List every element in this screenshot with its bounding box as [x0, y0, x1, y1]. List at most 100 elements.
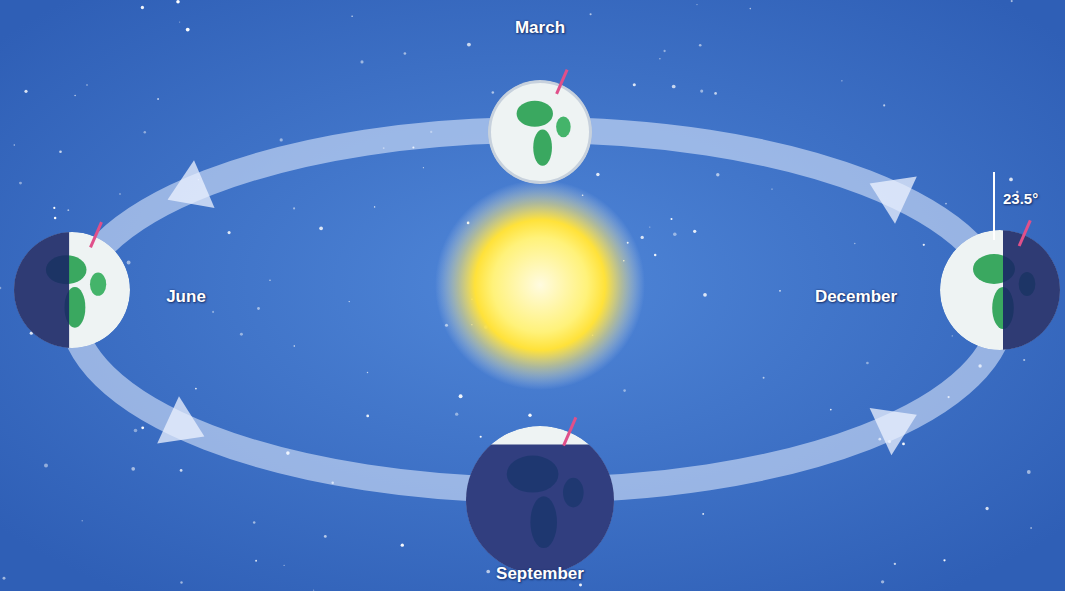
- star: [663, 50, 665, 52]
- star: [179, 21, 180, 22]
- star: [952, 335, 953, 336]
- star: [1023, 359, 1025, 361]
- continent: [90, 273, 106, 296]
- star: [54, 217, 57, 220]
- continent: [533, 129, 552, 165]
- star: [779, 290, 781, 292]
- star: [455, 413, 458, 416]
- star: [702, 513, 704, 515]
- earth-axis: [1019, 220, 1030, 246]
- star: [401, 544, 404, 547]
- star: [228, 231, 231, 234]
- star: [1011, 0, 1013, 2]
- star: [67, 209, 69, 211]
- star: [255, 560, 257, 562]
- star: [157, 98, 159, 100]
- month-label: December: [815, 287, 897, 307]
- month-label: June: [166, 287, 206, 307]
- star: [3, 577, 6, 580]
- star: [144, 131, 146, 133]
- orbit-arrowhead: [870, 177, 917, 224]
- continent: [556, 116, 571, 137]
- vertical-reference-line: [993, 172, 995, 240]
- star: [902, 443, 905, 446]
- star: [673, 233, 677, 237]
- star: [127, 261, 131, 265]
- star: [1009, 178, 1013, 182]
- earth: [488, 80, 592, 184]
- star: [74, 95, 75, 96]
- star: [945, 203, 947, 205]
- earth-axis: [557, 70, 568, 94]
- star: [1027, 470, 1031, 474]
- star: [528, 414, 531, 417]
- star: [81, 520, 82, 521]
- star: [240, 333, 243, 336]
- star: [0, 287, 1, 289]
- star: [313, 590, 314, 591]
- star: [269, 279, 270, 280]
- star: [374, 206, 375, 207]
- continent: [517, 101, 553, 127]
- star: [280, 138, 283, 141]
- earth: [14, 232, 130, 348]
- star: [423, 167, 424, 168]
- star: [985, 507, 988, 510]
- star: [866, 362, 869, 365]
- star: [180, 581, 182, 583]
- star: [257, 307, 260, 310]
- star: [459, 394, 463, 398]
- star: [324, 535, 327, 538]
- star: [180, 469, 183, 472]
- star: [763, 377, 765, 379]
- star: [699, 44, 702, 47]
- star: [212, 311, 214, 313]
- star: [923, 244, 925, 246]
- star: [467, 43, 471, 47]
- star: [590, 13, 592, 15]
- star: [141, 426, 144, 429]
- star: [14, 144, 16, 146]
- star: [53, 207, 55, 209]
- star: [293, 207, 295, 209]
- sun: [435, 180, 645, 390]
- star: [24, 90, 27, 93]
- star: [714, 92, 717, 95]
- orbit-arrowhead: [870, 408, 917, 455]
- star: [366, 415, 369, 418]
- star: [176, 0, 180, 4]
- star: [19, 182, 22, 185]
- angle-label: 23.5°: [1003, 190, 1038, 207]
- star: [716, 173, 719, 176]
- star: [696, 4, 697, 5]
- star: [283, 565, 284, 566]
- star: [86, 84, 88, 86]
- star: [649, 226, 650, 227]
- earth: [940, 230, 1063, 350]
- star: [360, 60, 363, 63]
- star: [894, 563, 896, 565]
- star: [883, 104, 885, 106]
- star: [641, 236, 644, 239]
- star: [841, 80, 843, 82]
- star: [131, 467, 135, 471]
- star: [351, 16, 352, 17]
- star: [693, 230, 696, 233]
- star: [319, 226, 323, 230]
- star: [672, 85, 676, 89]
- star: [596, 173, 599, 176]
- earth: [466, 426, 614, 591]
- star: [579, 584, 582, 587]
- star: [633, 83, 636, 86]
- star: [59, 151, 62, 154]
- star: [492, 91, 495, 94]
- star: [186, 28, 190, 32]
- star: [486, 570, 490, 574]
- star: [134, 429, 138, 433]
- star: [703, 293, 707, 297]
- star: [881, 580, 884, 583]
- earth-axis: [564, 417, 576, 445]
- night-side: [1003, 230, 1063, 350]
- star: [44, 463, 48, 467]
